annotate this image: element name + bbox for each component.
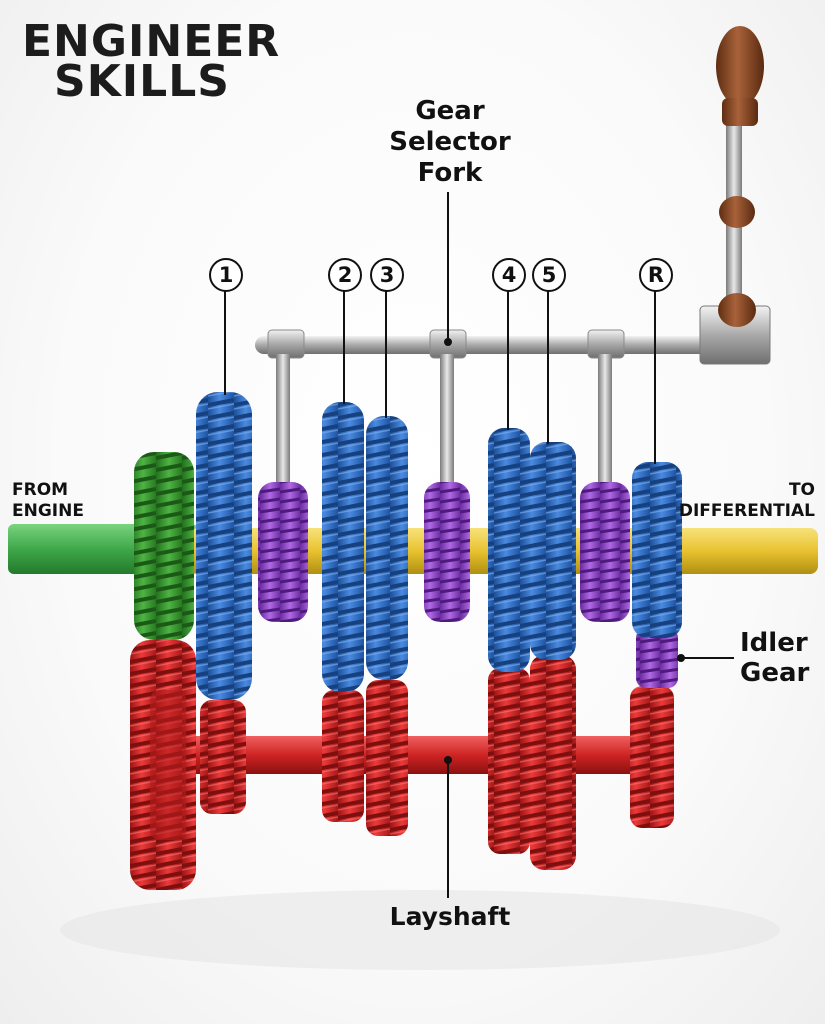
gear-number-1: 1 <box>209 258 243 292</box>
gear-number-4: 4 <box>492 258 526 292</box>
idler-label-line-2: Gear <box>740 658 810 688</box>
layshaft-gears <box>130 640 674 890</box>
layshaft-gear-5 <box>530 655 576 870</box>
layshaft-shaft <box>180 736 660 774</box>
main-gear-5 <box>530 442 576 660</box>
main-gear-3 <box>366 416 408 680</box>
selector-mechanism <box>255 26 771 490</box>
from-label-line-2: ENGINE <box>12 501 84 521</box>
to-label-line-1: TO <box>788 480 815 500</box>
selector-label-line-1: Gear <box>415 96 485 126</box>
from-label-line-1: FROM <box>12 480 69 500</box>
synchro-hub-3-4 <box>424 482 470 622</box>
selector-fork-1-2 <box>276 354 290 490</box>
input-gear <box>134 452 194 640</box>
leader-lines <box>224 192 734 898</box>
gear-number-reverse: R <box>639 258 673 292</box>
main-shaft-gears <box>196 392 682 700</box>
logo-line-1: ENGINEER <box>22 16 281 67</box>
engineer-skills-logo: ENGINEER SKILLS <box>22 16 281 108</box>
to-label-line-2: DIFFERENTIAL <box>678 501 815 521</box>
layshaft-gear-3 <box>366 680 408 836</box>
main-gear-1 <box>196 392 252 700</box>
main-gear-2 <box>322 402 364 692</box>
selector-fork-5-r <box>598 354 612 490</box>
layshaft-gear-1 <box>200 700 246 814</box>
layshaft-gear-reverse <box>630 686 674 828</box>
layshaft-gear-4 <box>488 668 530 854</box>
synchro-hub-5-r <box>580 482 630 622</box>
layshaft-label: Layshaft <box>389 902 511 931</box>
lever-pivot <box>718 293 756 327</box>
gear-number-2: 2 <box>328 258 362 292</box>
idler-gear-label: Idler Gear <box>740 628 809 688</box>
selector-fork-3-4 <box>440 354 454 490</box>
main-gear-reverse <box>632 462 682 638</box>
synchro-hub-1-2 <box>258 482 308 622</box>
gear-knob <box>716 26 764 106</box>
lever-collar <box>719 196 755 228</box>
gear-number-3: 3 <box>370 258 404 292</box>
main-gear-4 <box>488 428 530 672</box>
gear-selector-fork-label: Gear Selector Fork <box>380 96 520 189</box>
from-engine-label: FROM ENGINE <box>12 480 84 522</box>
layshaft-gear-2 <box>322 690 364 822</box>
floor-shadow <box>60 890 780 970</box>
logo-line-2: SKILLS <box>54 56 230 108</box>
idler-label-line-1: Idler <box>740 628 808 658</box>
to-differential-label: TO DIFFERENTIAL <box>679 480 815 522</box>
idler-gear <box>636 628 678 688</box>
selector-label-line-3: Fork <box>417 158 483 188</box>
gear-number-5: 5 <box>532 258 566 292</box>
synchro-hubs <box>258 482 630 622</box>
selector-label-line-2: Selector <box>389 127 511 157</box>
selector-rail <box>255 336 710 354</box>
